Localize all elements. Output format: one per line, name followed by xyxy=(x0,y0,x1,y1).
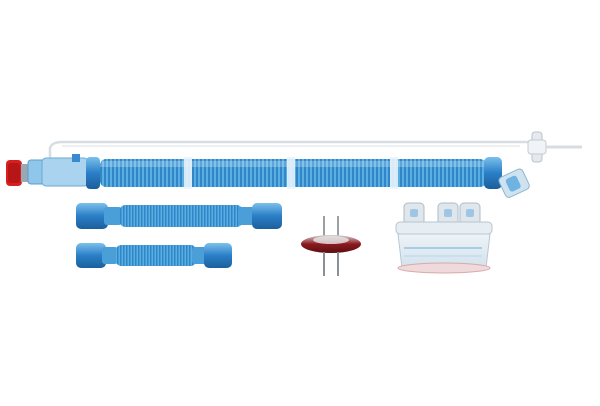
humidification-chamber xyxy=(395,202,493,274)
short-tube-upper xyxy=(76,203,282,229)
main-circuit xyxy=(6,131,582,198)
short-tube-lower xyxy=(76,243,232,268)
red-cap-icon xyxy=(6,160,29,186)
temperature-probe xyxy=(301,216,361,276)
